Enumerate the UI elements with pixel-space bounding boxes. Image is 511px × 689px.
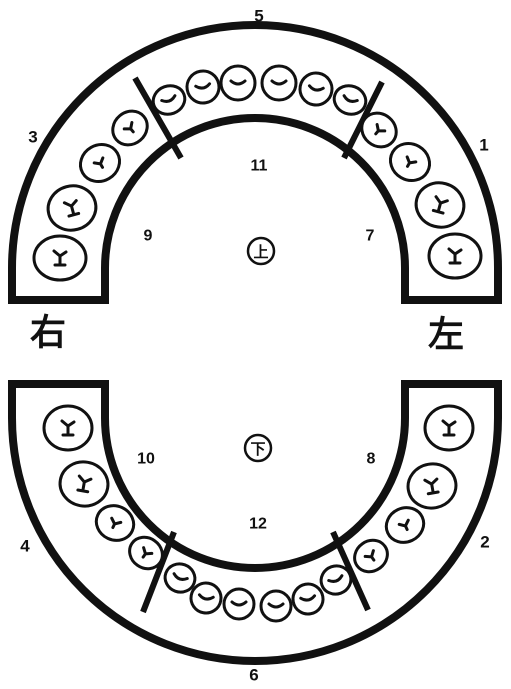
section-number-upper-right-side: 3 (28, 128, 37, 147)
section-number-lower-left-side: 2 (480, 533, 489, 552)
section-number-upper-front: 5 (254, 7, 263, 26)
upper-tooth (34, 236, 86, 280)
lower-tooth (348, 534, 393, 578)
upper-jaw-label: 上 (253, 243, 268, 261)
lower-tooth (291, 582, 326, 617)
lower-tooth (405, 460, 460, 512)
lower-tooth (224, 589, 254, 619)
section-number-lower-right-side: 4 (20, 537, 30, 556)
upper-tooth (221, 66, 255, 100)
section-number-lower-inner-right: 10 (137, 451, 155, 468)
upper-tooth (106, 104, 154, 152)
section-number-lower-inner-left: 8 (367, 451, 376, 468)
upper-tooth (411, 178, 469, 233)
lower-tooth (44, 406, 92, 450)
lower-tooth (381, 502, 430, 549)
lower-tooth (57, 458, 112, 510)
upper-tooth (297, 70, 334, 107)
upper-tooth (184, 68, 221, 105)
upper-tooth (429, 234, 481, 278)
section-number-upper-left-side: 1 (479, 136, 488, 155)
lower-tooth (425, 406, 473, 450)
section-number-upper-inner-front: 11 (251, 158, 268, 175)
upper-tooth (74, 137, 127, 188)
section-number-upper-inner-left: 7 (366, 228, 375, 245)
lower-jaw-label: 下 (250, 440, 265, 458)
upper-tooth (43, 181, 101, 236)
section-number-lower-front: 6 (249, 666, 258, 685)
section-number-upper-inner-right: 9 (144, 228, 153, 245)
left-side-label: 左 (428, 315, 464, 356)
lower-tooth (261, 591, 291, 621)
right-side-label: 右 (30, 313, 66, 354)
upper-tooth (262, 66, 296, 100)
section-number-lower-inner-front: 12 (249, 516, 267, 533)
